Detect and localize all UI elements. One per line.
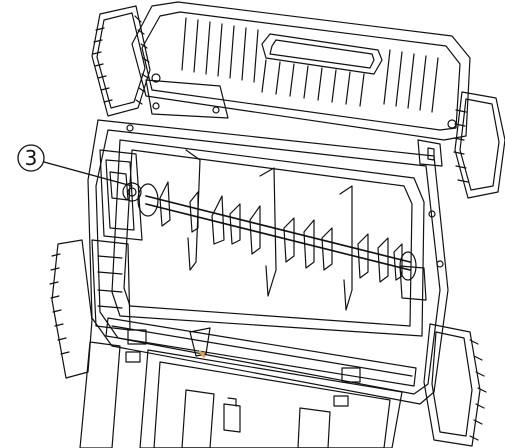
- callout-3-label: 3: [25, 146, 38, 170]
- rear-right-wheel: [454, 92, 505, 198]
- collection-chute: [80, 342, 402, 448]
- front-left-wheel: [50, 240, 92, 378]
- main-housing: [88, 120, 448, 404]
- rear-left-wheel: [92, 6, 150, 116]
- front-right-wheel: [424, 324, 486, 446]
- front-cross-bar: [106, 318, 416, 386]
- tine-rotor: [138, 150, 416, 310]
- callout-3-leader: [44, 162, 132, 186]
- rear-handle-frame: [132, 2, 470, 140]
- label-plate: [146, 80, 228, 118]
- callout-3: 3: [18, 145, 132, 186]
